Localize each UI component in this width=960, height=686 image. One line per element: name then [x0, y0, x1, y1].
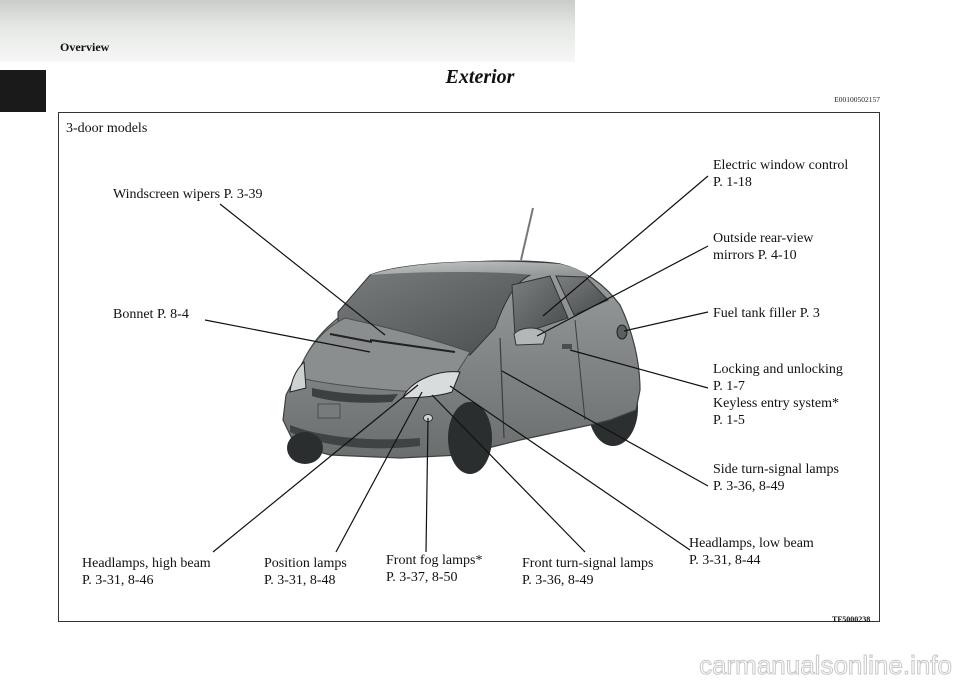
door-handle	[562, 344, 572, 349]
figure-code: TF5000238	[832, 615, 871, 624]
label-front-fog-lamps: Front fog lamps*	[386, 553, 483, 568]
headlamp-left	[289, 360, 307, 393]
front-side-window	[511, 275, 569, 337]
document-code: E00100502157	[834, 95, 880, 104]
watermark-text: carmanualsonline.info	[699, 650, 952, 680]
grille	[312, 388, 398, 403]
label-low-beam-page: P. 3-31, 8-44	[689, 553, 761, 568]
side-mirror	[513, 327, 547, 346]
label-high-beam: Headlamps, high beam	[82, 556, 211, 571]
label-position-lamps-page: P. 3-31, 8-48	[264, 573, 336, 588]
label-keyless-page: P. 1-5	[713, 413, 745, 428]
label-position-lamps: Position lamps	[264, 556, 347, 571]
label-front-turn-signal: Front turn-signal lamps	[522, 556, 654, 571]
label-bonnet: Bonnet P. 8-4	[113, 307, 189, 322]
label-locking-page: P. 1-7	[713, 379, 745, 394]
label-keyless-entry: Keyless entry system*	[713, 396, 839, 411]
windscreen-wiper	[369, 339, 456, 353]
roof	[370, 261, 588, 275]
headlamp-right	[403, 371, 461, 399]
door-line	[499, 337, 505, 439]
license-plate	[317, 403, 341, 419]
front-wheel	[448, 402, 492, 474]
label-front-fog-lamps-page: P. 3-37, 8-50	[386, 570, 458, 585]
lower-intake	[290, 425, 420, 449]
label-mirrors: Outside rear-view	[713, 231, 814, 246]
fuel-filler	[616, 324, 628, 340]
figure-frame	[58, 112, 880, 622]
section-title: Overview	[60, 40, 110, 54]
leader-lines	[204, 175, 709, 553]
label-windscreen-wipers: Windscreen wipers P. 3-39	[113, 187, 263, 202]
label-electric-window-control: Electric window control	[713, 158, 849, 173]
label-fuel-tank-filler: Fuel tank filler P. 3	[713, 306, 820, 321]
front-left-wheel	[287, 432, 323, 464]
page-title: Exterior	[445, 66, 515, 88]
header-band	[0, 0, 575, 62]
label-low-beam: Headlamps, low beam	[689, 536, 814, 551]
label-mirrors-page: mirrors P. 4-10	[713, 248, 797, 263]
antenna	[520, 207, 534, 261]
watermark: carmanualsonline.info	[699, 650, 953, 681]
label-side-turn-signal-page: P. 3-36, 8-49	[713, 479, 785, 494]
label-front-turn-signal-page: P. 3-36, 8-49	[522, 573, 594, 588]
label-electric-window-page: P. 1-18	[713, 175, 752, 190]
variant-label: 3-door models	[66, 121, 148, 136]
label-high-beam-page: P. 3-31, 8-46	[82, 573, 154, 588]
label-side-turn-signal: Side turn-signal lamps	[713, 462, 839, 477]
label-locking: Locking and unlocking	[713, 362, 843, 377]
chapter-tab	[0, 70, 46, 112]
